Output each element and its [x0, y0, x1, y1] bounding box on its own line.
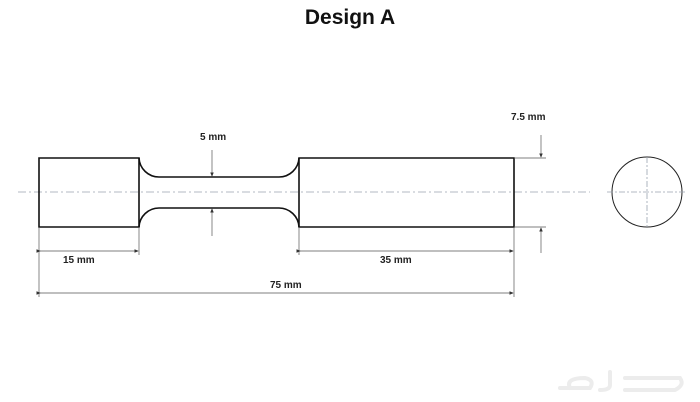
label-total-length: 75 mm	[270, 280, 302, 291]
label-left-grip-length: 15 mm	[63, 255, 95, 266]
label-right-grip-length: 35 mm	[380, 255, 412, 266]
watermark-logo	[558, 370, 684, 392]
drawing-title: Design A	[304, 6, 396, 29]
specimen-outline	[38, 157, 515, 228]
label-grip-diameter: 7.5 mm	[511, 112, 546, 123]
label-neck-diameter: 5 mm	[200, 132, 226, 143]
end-view	[607, 156, 687, 228]
